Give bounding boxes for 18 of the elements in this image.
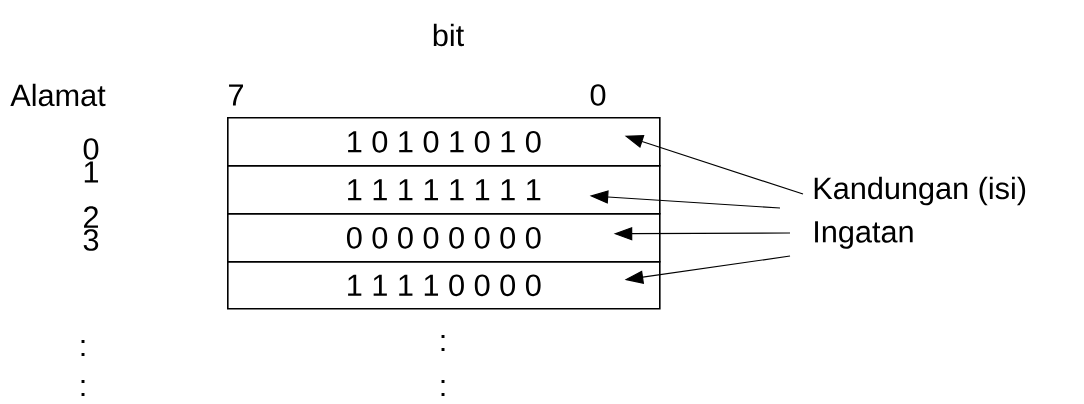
memory-cell: 0 0 0 0 0 0 0 0 xyxy=(227,213,661,263)
ellipsis-mark: : xyxy=(81,379,85,397)
address-number: 0 xyxy=(83,138,99,160)
address-number: 1 xyxy=(84,161,99,183)
callout-label: Kandungan (isi) xyxy=(814,176,1026,206)
ellipsis-mark: : xyxy=(441,334,445,352)
ellipsis-mark: : xyxy=(81,339,85,357)
memory-cell: 1 0 1 0 1 0 1 0 xyxy=(227,117,661,167)
ellipsis-mark: : xyxy=(441,379,445,397)
address-number: 3 xyxy=(83,229,99,251)
bit-number: 0 xyxy=(590,84,606,106)
memory-cell: 1 1 1 1 0 0 0 0 xyxy=(227,261,661,310)
axis-label: Alamat xyxy=(10,83,106,107)
callout-label: Ingatan xyxy=(815,221,913,249)
bit-number: 7 xyxy=(229,84,243,106)
memory-cell: 1 1 1 1 1 1 1 1 xyxy=(227,165,661,215)
address-number: 2 xyxy=(84,206,98,228)
axis-label: bit xyxy=(433,23,464,47)
